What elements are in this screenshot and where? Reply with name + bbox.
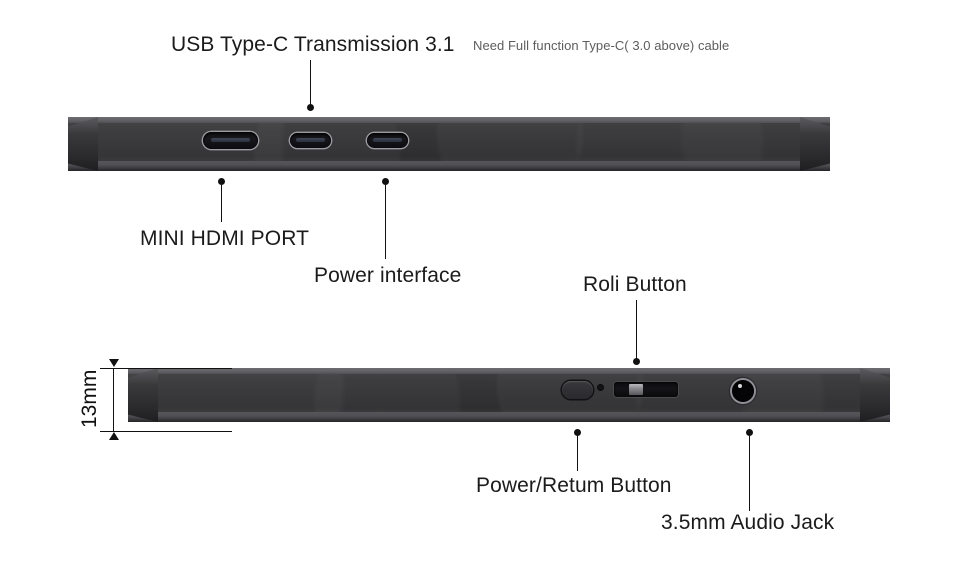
device-top-bottom-rail — [68, 161, 830, 171]
device-bottom-edge-view — [128, 368, 890, 422]
device-bottom-body — [128, 368, 890, 422]
device-bottom-right-bevel — [860, 368, 890, 422]
device-top-edge-view — [68, 117, 830, 171]
device-bottom-left-bevel — [128, 368, 158, 422]
power-interface-port[interactable] — [290, 133, 331, 148]
mini-hdmi-port-tongue — [210, 137, 251, 143]
leader-dot-mini-hdmi — [218, 178, 225, 185]
dimension-extension-line-bottom — [100, 431, 232, 432]
roll-button-wheel — [629, 383, 644, 396]
leader-line-mini-hdmi — [221, 185, 222, 222]
leader-dot-power-interface — [382, 178, 389, 185]
leader-dot-audio-jack — [746, 429, 753, 436]
device-top-right-bevel — [800, 117, 830, 171]
mini-hdmi-port[interactable] — [203, 132, 258, 149]
leader-dot-usb-c — [307, 104, 314, 111]
device-top-front-face — [68, 123, 830, 162]
dimension-value-label: 13mm — [78, 369, 101, 428]
callout-label-roli-button: Roli Button — [583, 273, 687, 296]
leader-line-power-return — [577, 436, 578, 471]
dimension-measure-line — [113, 368, 114, 432]
usb-c-data-port[interactable] — [367, 133, 408, 148]
callout-note-typec-cable: Need Full function Type-C( 3.0 above) ca… — [473, 38, 730, 53]
audio-jack[interactable] — [732, 380, 754, 402]
leader-dot-power-return — [574, 429, 581, 436]
power-interface-port-tongue — [295, 138, 326, 142]
callout-label-mini-hdmi-port: MINI HDMI PORT — [140, 227, 310, 250]
dimension-extension-line-top — [100, 368, 232, 369]
device-bottom-bottom-rail — [128, 412, 890, 422]
device-top-left-bevel — [68, 117, 98, 171]
leader-line-roli-button — [636, 300, 637, 361]
callout-label-power-return-button: Power/Retum Button — [476, 474, 672, 497]
roll-button[interactable] — [614, 382, 678, 397]
leader-line-audio-jack — [749, 436, 750, 511]
device-top-highlight-edge — [68, 117, 830, 124]
leader-dot-roli-button — [633, 358, 640, 365]
device-bottom-highlight-edge — [128, 368, 890, 375]
dimension-arrow-bottom-icon — [109, 432, 119, 440]
callout-label-usb-c-transmission: USB Type-C Transmission 3.1 — [171, 33, 455, 56]
status-led-indicator — [597, 384, 604, 391]
leader-line-usb-c — [310, 60, 311, 107]
usb-c-data-port-tongue — [372, 138, 403, 142]
callout-label-audio-jack: 3.5mm Audio Jack — [661, 511, 835, 534]
dimension-arrow-top-icon — [109, 359, 119, 367]
audio-jack-glint — [737, 384, 742, 389]
callout-label-power-interface: Power interface — [314, 264, 462, 287]
leader-line-power-interface — [385, 185, 386, 259]
device-bottom-front-face — [128, 374, 890, 413]
device-top-body — [68, 117, 830, 171]
power-return-button[interactable] — [562, 381, 593, 399]
